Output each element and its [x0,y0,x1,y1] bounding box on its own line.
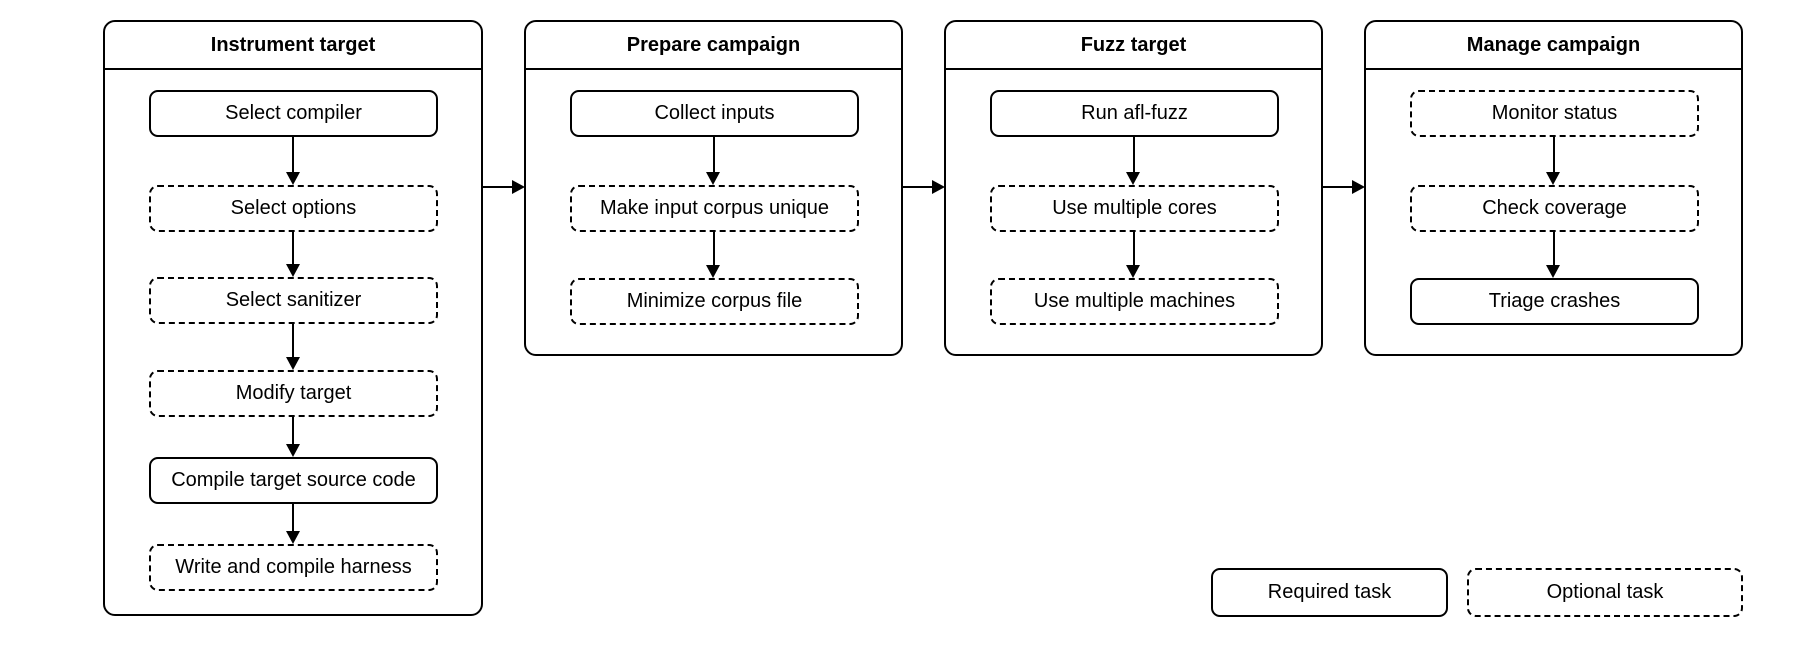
container-title: Fuzz target [946,22,1321,70]
container-title: Instrument target [105,22,481,70]
connector-arrow-right [482,179,525,194]
task-write-and-compile-harness: Write and compile harness [149,544,438,591]
connector-arrow-right [1322,179,1365,194]
legend-optional-task: Optional task [1467,568,1743,617]
container-prepare-campaign: Prepare campaign Collect inputs Make inp… [524,20,903,356]
connector-arrow-down [1546,232,1560,278]
task-use-multiple-machines: Use multiple machines [990,278,1279,325]
container-title: Manage campaign [1366,22,1741,70]
task-use-multiple-cores: Use multiple cores [990,185,1279,232]
connector-arrow-down [706,232,720,278]
container-manage-campaign: Manage campaign Monitor status Check cov… [1364,20,1743,356]
connector-arrow-down [285,504,300,544]
task-run-afl-fuzz: Run afl-fuzz [990,90,1279,137]
legend-required-task: Required task [1211,568,1448,617]
task-select-sanitizer: Select sanitizer [149,277,438,324]
connector-arrow-right [902,179,945,194]
connector-arrow-down [285,417,300,457]
connector-arrow-down [1126,137,1140,185]
task-collect-inputs: Collect inputs [570,90,859,137]
task-compile-target-source-code: Compile target source code [149,457,438,504]
task-modify-target: Modify target [149,370,438,417]
container-title: Prepare campaign [526,22,901,70]
connector-arrow-down [706,137,720,185]
connector-arrow-down [285,324,300,370]
task-minimize-corpus-file: Minimize corpus file [570,278,859,325]
task-make-input-corpus-unique: Make input corpus unique [570,185,859,232]
connector-arrow-down [285,232,300,277]
task-select-compiler: Select compiler [149,90,438,137]
task-monitor-status: Monitor status [1410,90,1699,137]
task-select-options: Select options [149,185,438,232]
connector-arrow-down [285,137,300,185]
container-instrument-target: Instrument target Select compiler Select… [103,20,483,616]
task-triage-crashes: Triage crashes [1410,278,1699,325]
connector-arrow-down [1546,137,1560,185]
connector-arrow-down [1126,232,1140,278]
task-check-coverage: Check coverage [1410,185,1699,232]
container-fuzz-target: Fuzz target Run afl-fuzz Use multiple co… [944,20,1323,356]
